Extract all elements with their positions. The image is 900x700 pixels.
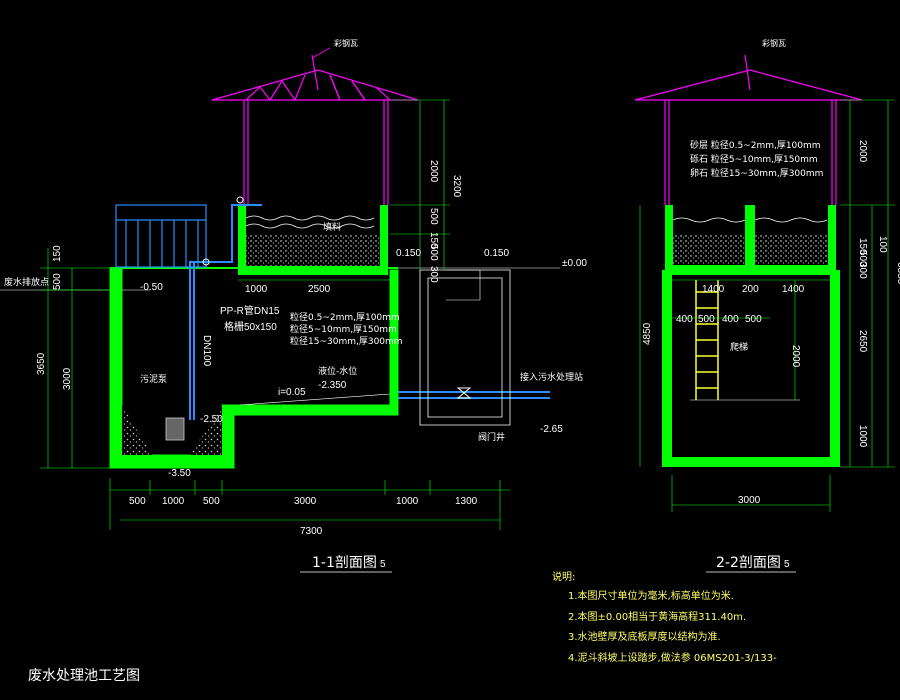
dim-r6: 300	[428, 266, 439, 283]
label-ladder: 爬梯	[730, 341, 748, 353]
dim2-m3: 400	[722, 314, 739, 325]
filter-box-2	[665, 205, 836, 275]
note-3: 3.水池壁厚及底板厚度以结构为准.	[568, 630, 721, 643]
dim2-r3: 500	[857, 250, 868, 267]
elev-bottom: -3.50	[168, 468, 191, 479]
label-inlet: 废水排放点	[4, 276, 49, 288]
dimlines-2	[639, 99, 895, 512]
hopper-fill-left	[122, 405, 152, 455]
label-pipe: PP-R管DN15	[220, 304, 280, 317]
roof-2	[634, 54, 863, 205]
dim-b5: 1000	[396, 496, 419, 507]
dim-b3: 500	[203, 496, 220, 507]
dim-b1: 500	[129, 496, 146, 507]
pipes-1	[189, 204, 550, 420]
ladder-icon	[695, 280, 719, 400]
section1-title: 1-1剖面图	[312, 555, 377, 571]
media2-line-1: 砂层 粒径0.5~2mm,厚100mm	[690, 139, 821, 151]
sludge-pump-icon	[165, 417, 185, 441]
section1-scale: 5	[380, 559, 386, 570]
dim-r3: 500	[428, 208, 439, 225]
dim2-ladder: 2000	[790, 345, 801, 368]
dim2-fr1: 100	[877, 236, 888, 253]
note-1: 1.本图尺寸单位为毫米,标高单位为米.	[568, 589, 734, 602]
dim-r4: 150	[428, 232, 439, 249]
dim2-m4: 500	[745, 314, 762, 325]
dim2-t3: 1400	[782, 284, 805, 295]
dim2-m2: 500	[698, 314, 715, 325]
dim-b6: 1300	[455, 496, 478, 507]
tank2-wall	[662, 270, 840, 467]
dim2-bottom: 3000	[738, 495, 761, 506]
dim-b2: 1000	[162, 496, 185, 507]
media-line-3: 粒径15~30mm,厚300mm	[290, 335, 403, 347]
media2-line-2: 砾石 粒径5~10mm,厚150mm	[690, 153, 818, 165]
media-line-2: 粒径5~10mm,厚150mm	[290, 323, 397, 335]
label-sludge-pump: 污泥泵	[140, 373, 167, 385]
dim-l4: 3650	[36, 352, 47, 375]
label-slope: i=0.05	[278, 387, 306, 398]
dimlines-bottom-1	[109, 478, 510, 530]
valve-well	[419, 269, 511, 426]
dim-l1: 150	[52, 245, 63, 262]
hopper-fill-right	[190, 405, 222, 455]
label-valve-well: 阀门井	[478, 431, 505, 443]
elev-well: 0.150	[484, 248, 509, 259]
drawing-title: 废水处理池工艺图	[28, 668, 140, 684]
dim-t2: 2500	[308, 284, 331, 295]
elev-level: -2.350	[318, 380, 347, 391]
note-4: 4.泥斗斜坡上设踏步,做法参 06MS201-3/133-	[568, 651, 777, 664]
dim2-r4: 300	[857, 262, 868, 279]
grating	[115, 204, 207, 268]
elev-well-bottom: -2.65	[540, 424, 563, 435]
dim2-r6: 1000	[857, 425, 868, 448]
label-screen: 格栅50x150	[224, 320, 277, 333]
roof-1	[211, 54, 419, 205]
elev-inlet: -0.50	[140, 282, 163, 293]
roof-label-2: 彩钢瓦	[762, 38, 786, 48]
label-dn100: DN100	[201, 335, 212, 367]
dim-r5: 500	[428, 244, 439, 261]
dim2-t1: 1400	[702, 284, 725, 295]
dim2-r1: 2000	[857, 140, 868, 163]
media2-line-3: 卵石 粒径15~30mm,厚300mm	[690, 167, 823, 179]
note-2: 2.本图±0.00相当于黄海高程311.40m.	[568, 610, 746, 623]
filter-box-1	[238, 205, 388, 275]
section2-scale: 5	[784, 559, 790, 570]
notes-header: 说明:	[552, 570, 575, 583]
dim-l3: 3000	[62, 367, 73, 390]
media-line-1: 粒径0.5~2mm,厚100mm	[290, 311, 400, 323]
label-fill: 填料	[323, 221, 341, 233]
valve-icon	[456, 387, 472, 399]
section-2-2: 彩钢瓦 爬梯	[634, 38, 900, 573]
dim-b4: 3000	[294, 496, 317, 507]
section2-title: 2-2剖面图	[716, 555, 781, 571]
dim-r1: 2000	[428, 160, 439, 183]
label-level: 液位-水位	[318, 365, 357, 377]
roof-label-1: 彩钢瓦	[334, 38, 358, 48]
dim2-t2: 200	[742, 284, 759, 295]
dim-l2: 500	[52, 273, 63, 290]
elev-ground: ±0.00	[562, 258, 587, 269]
elev-pipe: 0.150	[396, 248, 421, 259]
dim2-l1: 4850	[642, 322, 653, 345]
label-outlet: 接入污水处理站	[520, 371, 583, 383]
filter-media-1	[246, 234, 380, 266]
dim2-r5: 2650	[857, 330, 868, 353]
dim-t1: 1000	[245, 284, 268, 295]
dimlines-left-1	[40, 248, 110, 469]
dim2-r2: 150	[857, 238, 868, 255]
dim2-fr2: 6850	[895, 262, 900, 285]
dimlines-right-1	[390, 99, 450, 270]
elev-pit: -2.50	[200, 414, 223, 425]
dim-r2: 3200	[451, 175, 462, 198]
dim2-m1: 400	[676, 314, 693, 325]
section-1-1: 彩钢瓦	[0, 38, 587, 573]
dim-total: 7300	[300, 526, 323, 537]
notes-block: 说明: 1.本图尺寸单位为毫米,标高单位为米. 2.本图±0.00相当于黄海高程…	[552, 570, 777, 664]
